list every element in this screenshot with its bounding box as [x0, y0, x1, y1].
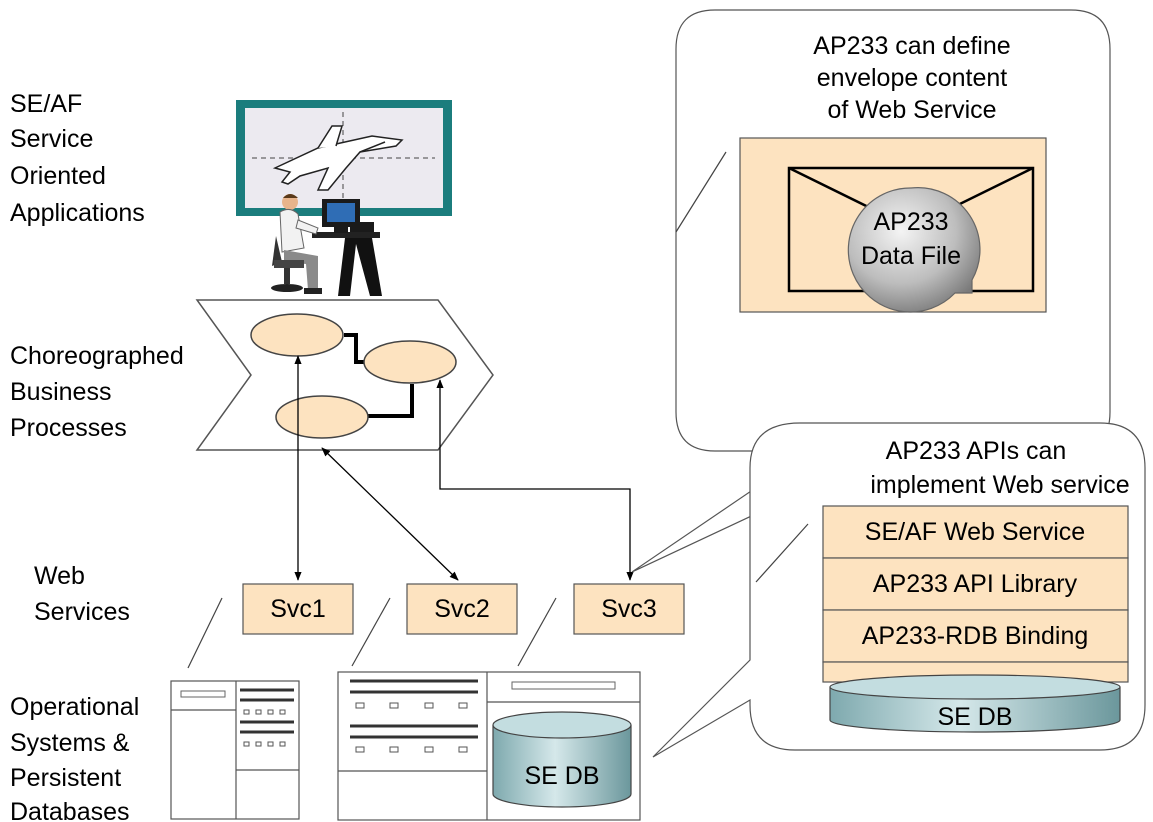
desk-top: [312, 232, 380, 238]
desk-legs: [338, 238, 382, 296]
svc3-box[interactable]: Svc3: [573, 583, 685, 635]
label-web-services-line1: Web: [34, 562, 85, 590]
svc2-label: Svc2: [434, 595, 490, 623]
api-stack: SE/AF Web Service AP233 API Library AP23…: [822, 505, 1129, 683]
data-file-icon: AP233 Data File: [847, 187, 981, 313]
callout-apis-line2: implement Web service: [870, 471, 1129, 499]
se-db-platter-label: SE DB: [937, 703, 1012, 731]
callout-apis: AP233 APIs can implement Web service SE/…: [652, 422, 1146, 758]
label-apps-line2: Service: [10, 125, 93, 153]
keyboard-icon: [350, 222, 374, 232]
label-processes-line1: Choreographed: [10, 342, 184, 370]
person-icon: [271, 194, 322, 294]
label-operational-line3: Persistent: [10, 764, 121, 792]
svc2-to-system-line: [351, 597, 391, 667]
callout-envelope-line3: of Web Service: [827, 96, 996, 124]
process-link-1: [344, 333, 368, 364]
workstation-illustration: [236, 100, 452, 296]
svc2-link-arrow: [321, 447, 459, 581]
process-step-1[interactable]: [250, 313, 344, 357]
se-db-cylinder: SE DB: [492, 711, 632, 808]
label-operational-line2: Systems &: [10, 729, 130, 757]
process-step-3[interactable]: [275, 395, 369, 439]
callout-envelope-line2: envelope content: [817, 64, 1007, 92]
data-file-label-line1: AP233: [873, 208, 948, 236]
label-processes: Choreographed Business Processes: [10, 342, 184, 442]
callout-envelope-line1: AP233 can define: [813, 32, 1010, 60]
se-db-label: SE DB: [524, 762, 599, 790]
se-db-platter: SE DB: [829, 674, 1121, 733]
svc1-to-system-line: [187, 597, 223, 669]
svc3-link-arrow: [436, 379, 634, 581]
label-operational: Operational Systems & Persistent Databas…: [10, 693, 139, 822]
process-step-2[interactable]: [363, 340, 457, 384]
operational-system-1: [170, 680, 300, 820]
stack-label-web-service: SE/AF Web Service: [865, 518, 1085, 546]
label-web-services-line2: Services: [34, 598, 130, 626]
label-web-services: Web Services: [34, 562, 130, 626]
operational-system-2: SE DB: [337, 671, 641, 821]
label-apps: SE/AF Service Oriented Applications: [10, 90, 145, 227]
process-link-2: [368, 384, 414, 418]
svc1-label: Svc1: [270, 595, 326, 623]
svc3-label: Svc3: [601, 595, 657, 623]
stack-label-rdb-binding: AP233-RDB Binding: [862, 622, 1089, 650]
jet-aircraft-icon: [272, 125, 404, 191]
label-processes-line2: Business: [10, 378, 111, 406]
label-operational-line4: Databases: [10, 798, 130, 822]
stack-layer-rdb-binding: [822, 609, 1129, 663]
svc3-to-system-line: [517, 597, 557, 667]
label-apps-line3: Oriented: [10, 162, 106, 190]
stack-layer-web-service: [822, 505, 1129, 559]
label-operational-line1: Operational: [10, 693, 139, 721]
stack-label-api-library: AP233 API Library: [873, 570, 1078, 598]
svc2-box[interactable]: Svc2: [406, 583, 518, 635]
label-apps-line4: Applications: [10, 199, 145, 227]
callout-apis-line1: AP233 APIs can: [886, 437, 1067, 465]
label-apps-line1: SE/AF: [10, 90, 82, 118]
data-file-label-line2: Data File: [861, 242, 961, 270]
label-processes-line3: Processes: [10, 414, 127, 442]
svc1-box[interactable]: Svc1: [242, 583, 354, 635]
stack-layer-api-library: [822, 557, 1129, 611]
